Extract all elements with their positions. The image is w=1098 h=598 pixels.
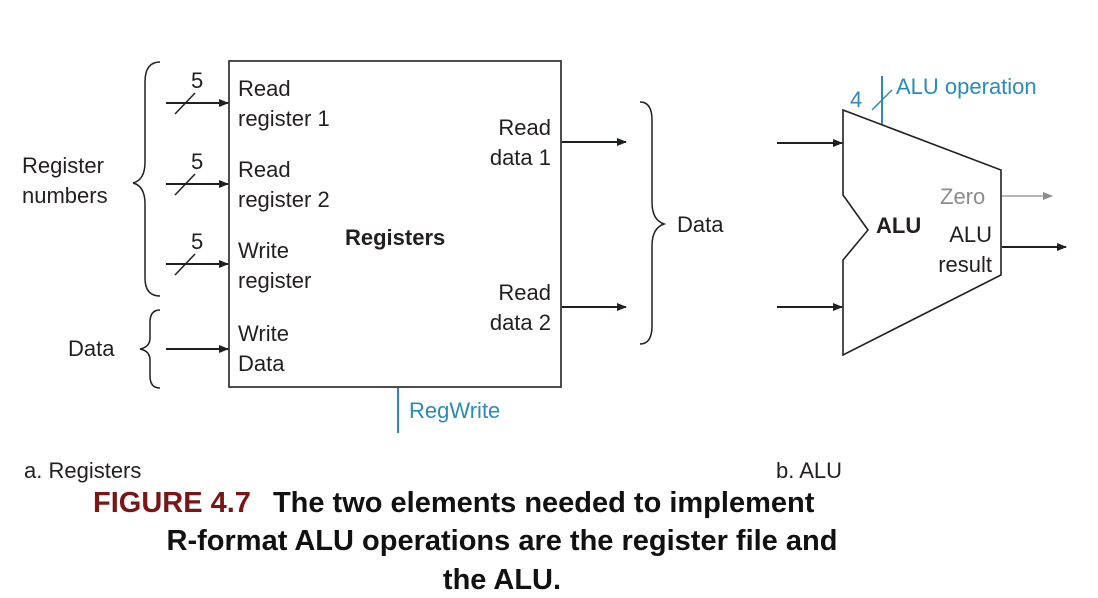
registers-sublabel: a. Registers — [24, 458, 141, 483]
data-out-label: Data — [677, 212, 724, 237]
register-numbers-label: Register — [22, 153, 104, 178]
data-in-brace — [139, 309, 161, 389]
alu-shape — [842, 108, 1002, 357]
alu-operation-slash — [871, 89, 893, 111]
read-register-2-label: Read — [238, 157, 291, 182]
data-in-label: Data — [68, 336, 115, 361]
read-data-1-label-2: data 1 — [490, 145, 551, 170]
read-data-2-label-2: data 2 — [490, 310, 551, 335]
read-register-1-label-2: register 1 — [238, 106, 330, 131]
bus-slash-3 — [174, 253, 196, 276]
read-register-1-label: Read — [238, 76, 291, 101]
read-data-2-label: Read — [498, 280, 551, 305]
bus-slash-1 — [174, 92, 196, 115]
figure-caption-line1: FIGURE 4.7 The two elements needed to imp… — [93, 487, 815, 519]
alu-block-label: ALU — [876, 213, 921, 238]
bus-width-3: 5 — [191, 229, 203, 254]
figure-number: FIGURE 4.7 — [93, 487, 251, 519]
bus-width-2: 5 — [191, 149, 203, 174]
write-register-label: Write — [238, 238, 289, 263]
alu-sublabel: b. ALU — [776, 458, 842, 483]
data-out-brace — [639, 101, 667, 345]
register-numbers-label-2: numbers — [22, 183, 108, 208]
bus-slash-2 — [174, 173, 196, 196]
write-register-label-2: register — [238, 268, 311, 293]
alu-zero-label: Zero — [940, 184, 985, 209]
read-register-2-label-2: register 2 — [238, 187, 330, 212]
write-data-label-2: Data — [238, 351, 285, 376]
bus-width-1: 5 — [191, 68, 203, 93]
register-file-box — [228, 60, 562, 388]
write-data-label: Write — [238, 321, 289, 346]
alu-operation-width: 4 — [850, 87, 862, 112]
register-numbers-brace — [132, 61, 161, 297]
alu-result-label-2: result — [938, 252, 992, 277]
alu-operation-label: ALU operation — [896, 74, 1037, 99]
figure-caption-line3: the ALU. — [443, 564, 561, 596]
read-data-1-label: Read — [498, 115, 551, 140]
figure-caption-line2: R-format ALU operations are the register… — [167, 525, 838, 557]
regwrite-label: RegWrite — [409, 398, 500, 423]
alu-result-label: ALU — [949, 222, 992, 247]
caption-text-1: The two elements needed to implement — [273, 487, 815, 519]
registers-block-label: Registers — [345, 225, 445, 250]
